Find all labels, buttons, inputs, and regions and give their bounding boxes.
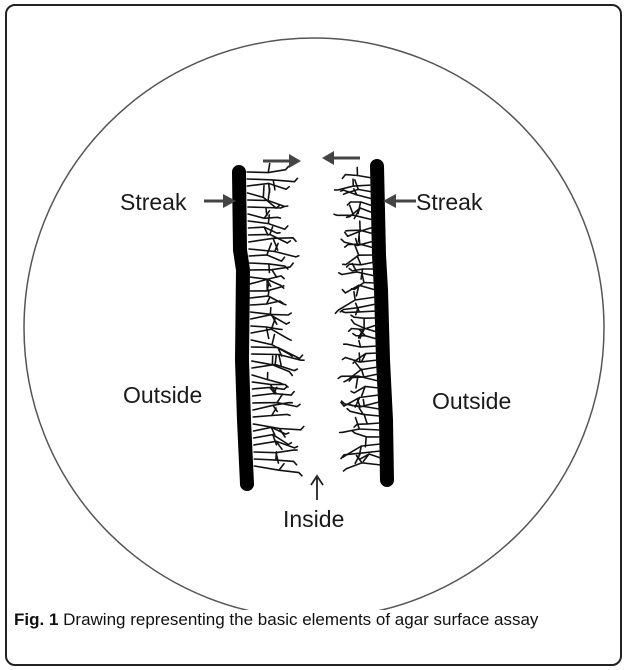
outside-left-label: Outside (123, 382, 202, 408)
caption-figure-label: Fig. 1 (14, 610, 58, 629)
streak-left-label: Streak (120, 189, 187, 215)
outside-right-label: Outside (432, 388, 511, 414)
figure-caption: Fig. 1 Drawing representing the basic el… (14, 608, 574, 632)
streak-right-label: Streak (416, 189, 483, 215)
left-streak-line (239, 172, 247, 484)
agar-plate-diagram: Streak Streak Outside Outside Inside (0, 0, 629, 610)
caption-text: Drawing representing the basic elements … (58, 610, 538, 629)
inside-label: Inside (283, 506, 344, 532)
